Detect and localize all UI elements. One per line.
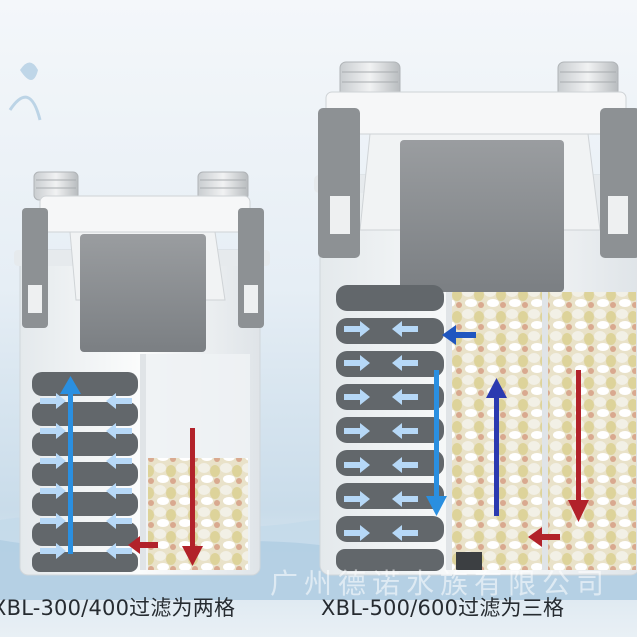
caption-left: XBL-300/400过滤为两格 [0, 596, 236, 620]
filter-right [314, 61, 637, 576]
watermark-text: 广州德诺水族有限公司 [270, 567, 611, 600]
filter-left [14, 171, 270, 576]
caption-right: XBL-500/600过滤为三格 [321, 596, 565, 620]
